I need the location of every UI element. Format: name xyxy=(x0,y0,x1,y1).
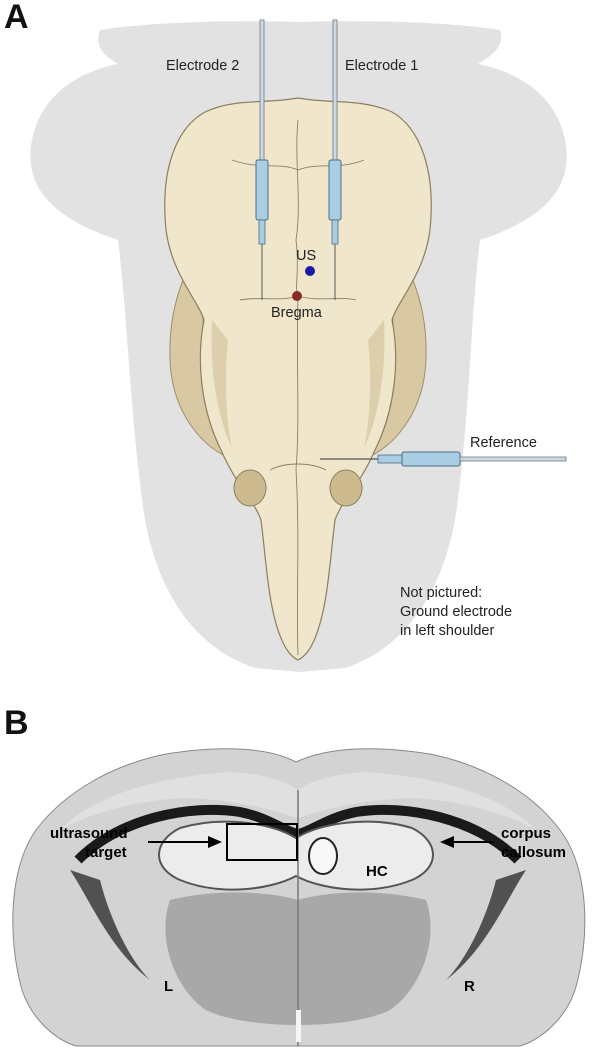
us-label: US xyxy=(296,248,316,264)
corpus-callosum-label-1: corpus xyxy=(501,825,551,842)
skull-shadow-right xyxy=(364,320,385,448)
bregma-dot xyxy=(292,291,302,301)
electrode-1 xyxy=(328,19,342,300)
left-hemisphere-label: L xyxy=(164,978,173,995)
bulla-right xyxy=(329,469,363,507)
electrode-2-label: Electrode 2 xyxy=(166,58,239,74)
ultrasound-target-box xyxy=(226,823,298,861)
bregma-label: Bregma xyxy=(271,305,323,321)
panel-a-letter: A xyxy=(4,0,29,36)
third-ventricle xyxy=(296,1010,301,1042)
note-line-1: Not pictured: xyxy=(400,585,482,601)
reference-label: Reference xyxy=(470,435,537,451)
us-dot xyxy=(305,266,315,276)
lateral-fibers-right xyxy=(446,870,526,980)
corpus-callosum-label-2: callosum xyxy=(501,844,566,861)
bulla-left xyxy=(233,469,267,507)
skull-electrode-diagram: Electrode 2 Electrode 1 US Bregma Refere… xyxy=(30,19,567,673)
hc-label: HC xyxy=(366,863,388,880)
right-hemisphere-label: R xyxy=(464,978,475,995)
reference-electrode xyxy=(320,451,567,467)
corpus-callosum-arrowhead xyxy=(440,836,454,848)
ultrasound-target-label-2: target xyxy=(85,844,127,861)
electrode-1-label: Electrode 1 xyxy=(345,58,418,74)
panel-b-letter: B xyxy=(4,704,29,742)
note-line-2: Ground electrode xyxy=(400,604,512,620)
brain-section-image: ultrasound target corpus callosum HC L R xyxy=(12,748,586,1047)
electrode-2 xyxy=(255,19,269,300)
lateral-fibers-left xyxy=(70,870,150,980)
ultrasound-target-label-1: ultrasound xyxy=(50,825,128,842)
ultrasound-target-arrowhead xyxy=(208,836,222,848)
ventricle-top xyxy=(308,837,338,875)
note-line-3: in left shoulder xyxy=(400,623,494,639)
skull-shadow-left xyxy=(211,320,232,448)
